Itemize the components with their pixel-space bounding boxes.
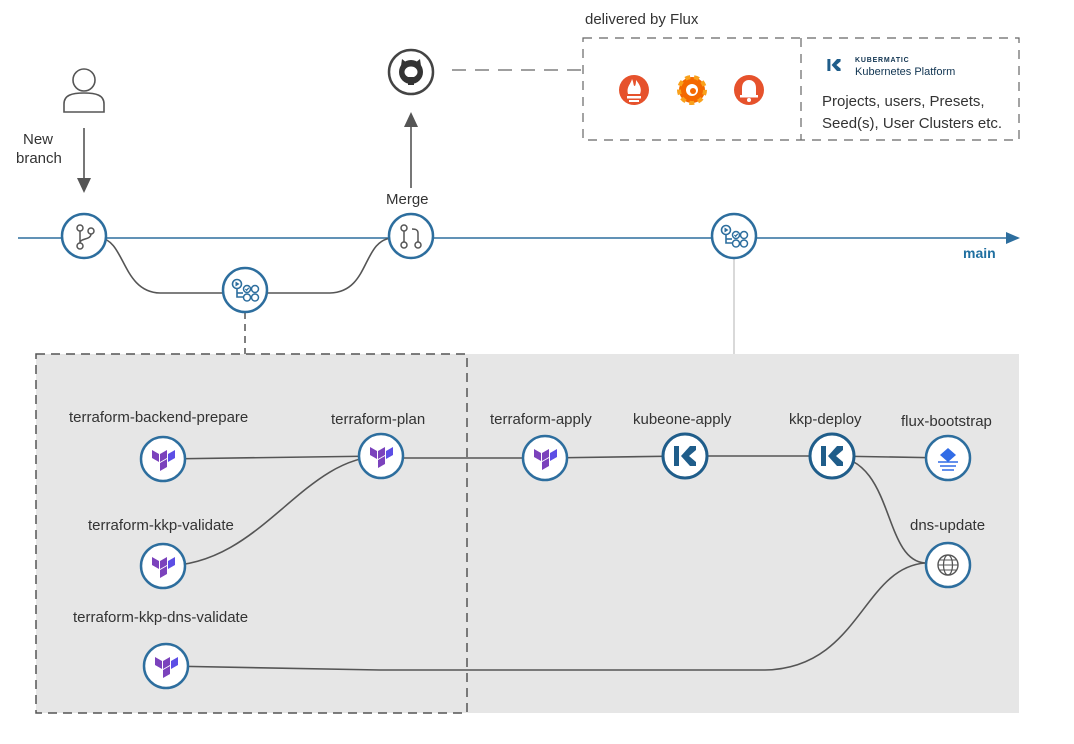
terraform-backend-prepare-icon (139, 435, 187, 483)
job-label-backend-prepare: terraform-backend-prepare (69, 409, 248, 426)
connector-validate-plan (162, 455, 382, 567)
git-branch-icon (60, 212, 108, 260)
job-label-kubeone-apply: kubeone-apply (633, 411, 732, 428)
terraform-kkp-validate-icon (139, 542, 187, 590)
job-label-dns-update: dns-update (910, 517, 985, 534)
delivered-by-flux-label: delivered by Flux (585, 11, 699, 28)
job-label-kkp-deploy: kkp-deploy (789, 411, 862, 428)
job-label-plan: terraform-plan (331, 411, 425, 428)
kkp-objects-line2: Seed(s), User Clusters etc. (822, 115, 1002, 132)
main-pipeline-icon (710, 212, 758, 260)
kubermatic-logo-icon (827, 59, 841, 71)
new-branch-label-line2: branch (16, 150, 62, 167)
job-label-apply: terraform-apply (490, 411, 592, 428)
new-branch-arrowhead (77, 178, 91, 193)
kkp-objects-line1: Projects, users, Presets, (822, 93, 985, 110)
user-icon (63, 68, 105, 113)
merge-arrowhead (404, 112, 418, 127)
globe-icon (924, 541, 972, 589)
main-branch-arrow (1006, 232, 1020, 244)
prometheus-icon (619, 75, 649, 105)
kubermatic-brand: KUBERMATIC (855, 57, 910, 64)
git-pull-request-icon (387, 212, 435, 260)
kkp-deploy-icon (808, 432, 856, 480)
kubermatic-product: Kubernetes Platform (855, 66, 955, 78)
alertmanager-icon (734, 75, 764, 105)
job-label-kkp-validate: terraform-kkp-validate (88, 517, 234, 534)
github-icon (387, 48, 435, 96)
job-label-flux-bootstrap: flux-bootstrap (901, 413, 992, 430)
feature-branch-path (99, 237, 393, 294)
connector-dnsvalidate-dns (165, 562, 926, 671)
job-label-kkp-dns-validate: terraform-kkp-dns-validate (73, 609, 248, 626)
mr-pipeline-icon (221, 266, 269, 314)
merge-request-jobs-group (35, 353, 468, 714)
new-branch-label-line1: New (23, 131, 53, 148)
merge-label: Merge (386, 191, 429, 208)
kubeone-apply-icon (661, 432, 709, 480)
terraform-apply-icon (521, 434, 569, 482)
jobs-panel (36, 354, 1019, 713)
terraform-plan-icon (357, 432, 405, 480)
grafana-icon (677, 75, 707, 105)
terraform-kkp-dns-validate-icon (142, 642, 190, 690)
flux-bootstrap-icon (924, 434, 972, 482)
main-branch-label: main (963, 245, 996, 261)
connector-prepare-plan (162, 455, 382, 460)
